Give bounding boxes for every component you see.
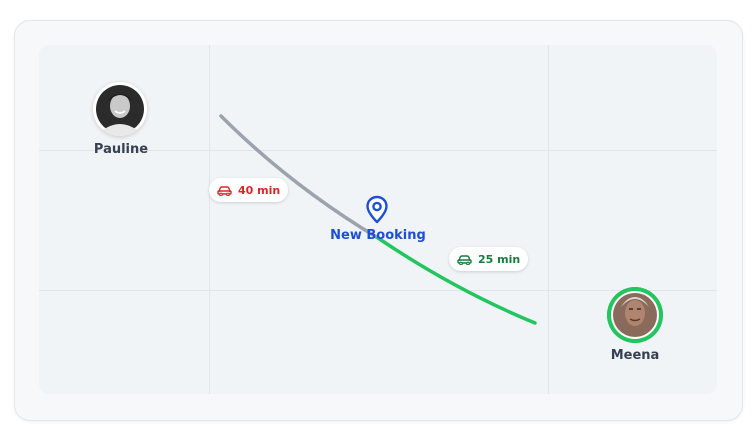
map-grid-line (39, 290, 717, 291)
meena-photo (607, 287, 663, 343)
map-grid-line (39, 150, 717, 151)
person-name-meena: Meena (610, 348, 660, 363)
pauline-photo (93, 82, 147, 136)
map-grid-line (209, 45, 210, 394)
eta-badge-slow: 40 min (209, 178, 289, 202)
new-booking-label[interactable]: New Booking (330, 228, 426, 243)
fast-route-line (376, 236, 537, 325)
map-grid-line (548, 45, 549, 394)
avatar-meena[interactable] (607, 287, 663, 343)
person-name-pauline: Pauline (93, 142, 149, 157)
eta-fast-text: 25 min (478, 252, 521, 266)
slow-route-line (219, 114, 380, 240)
eta-badge-fast: 25 min (449, 247, 529, 271)
car-icon (457, 254, 472, 265)
map-pin-icon[interactable] (364, 195, 390, 225)
eta-slow-text: 40 min (238, 183, 281, 197)
car-icon (217, 185, 232, 196)
avatar-pauline[interactable] (93, 82, 147, 136)
